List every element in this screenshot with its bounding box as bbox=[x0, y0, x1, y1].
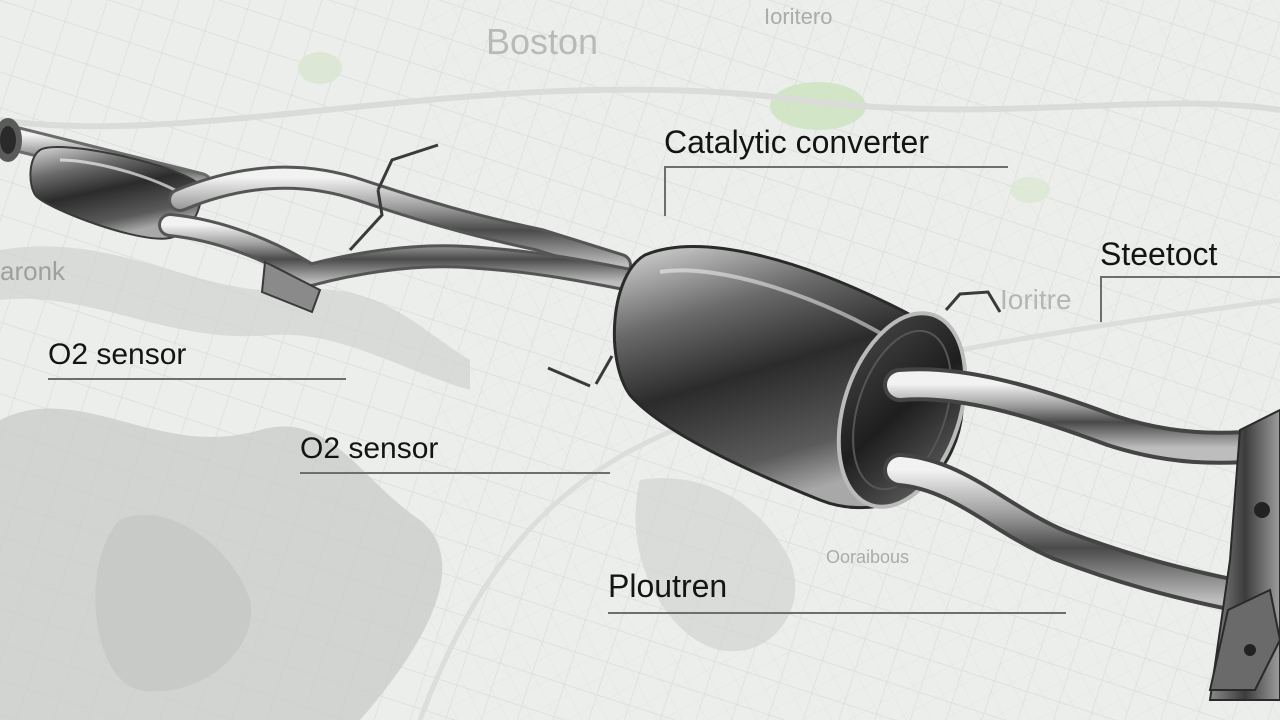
callout-leader-line bbox=[300, 472, 610, 474]
water-bay bbox=[95, 514, 252, 692]
callout-leader-line bbox=[1100, 276, 1280, 278]
callout-label-steetoct: Steetoct bbox=[1100, 236, 1218, 272]
catalytic-converter-body bbox=[612, 245, 968, 510]
callout-label-ploutren: Ploutren bbox=[608, 568, 728, 604]
callout-leader-line bbox=[608, 612, 1066, 614]
highway bbox=[0, 86, 1280, 130]
upper-pipe-loop bbox=[168, 165, 632, 277]
outlet-pipes bbox=[883, 367, 1280, 617]
map-city-label: Boston bbox=[486, 21, 599, 62]
callout-label-catalytic-converter: Catalytic converter bbox=[664, 124, 929, 160]
callout-leader-line bbox=[1100, 276, 1102, 322]
hanger-bracket bbox=[348, 143, 1002, 388]
lower-pipe-loop bbox=[158, 213, 652, 314]
map-faint-label: Ooraibous bbox=[826, 547, 910, 567]
map-faint-label: Ioritre bbox=[1000, 284, 1072, 315]
park-green bbox=[298, 52, 342, 84]
callout-label-o2-sensor-lower: O2 sensor bbox=[300, 432, 439, 465]
park-green bbox=[770, 82, 866, 130]
water-river bbox=[0, 246, 470, 390]
water-east bbox=[635, 478, 796, 652]
map-faint-label: aronk bbox=[0, 256, 66, 286]
callout-leader-line bbox=[48, 378, 346, 380]
map-faint-label: Ioritero bbox=[764, 4, 833, 29]
callout-label-o2-sensor-upper: O2 sensor bbox=[48, 338, 187, 371]
park-green bbox=[1010, 177, 1050, 203]
callout-leader-line bbox=[664, 166, 1008, 168]
outlet-flange bbox=[1208, 408, 1280, 701]
callout-leader-line bbox=[664, 166, 666, 216]
